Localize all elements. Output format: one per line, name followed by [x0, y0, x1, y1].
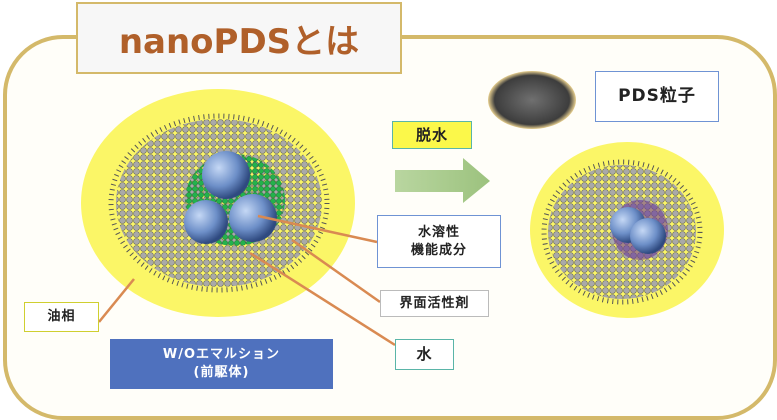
dehydration-label: 脱水 [392, 121, 472, 149]
pds-particle-label: PDS粒子 [595, 71, 719, 122]
water-soluble-component-label: 水溶性 機能成分 [377, 215, 501, 268]
leader-lines [98, 214, 396, 347]
water-droplet [202, 151, 250, 199]
oil-phase-label: 油相 [24, 302, 99, 332]
page-title: nanoPDSとは [76, 2, 402, 74]
surfactant-label: 界面活性剤 [380, 290, 489, 317]
wo-emulsion-label: W/Oエマルション (前駆体) [110, 339, 333, 389]
right-arrow-icon [395, 158, 490, 203]
wo-emulsion-particle [81, 89, 355, 317]
pds-particle-drawing [530, 142, 724, 318]
water-droplet [229, 194, 277, 242]
water-label: 水 [395, 339, 454, 370]
water-droplet [184, 200, 228, 244]
pds-micrograph-image [488, 71, 576, 129]
